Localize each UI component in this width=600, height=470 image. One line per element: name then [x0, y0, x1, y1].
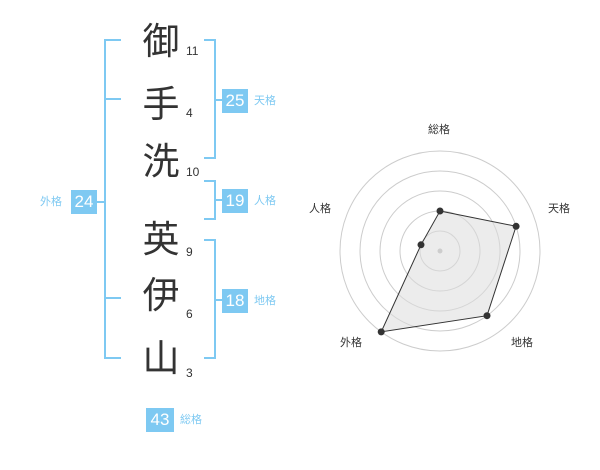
radar-grid-ring-5 — [339, 150, 541, 352]
kanji-char-3: 洗 — [142, 140, 180, 183]
kanji-char-4: 英 — [142, 218, 180, 261]
soukaku-label: 総格 — [180, 413, 202, 426]
radar-data-polygon — [380, 210, 517, 333]
stroke-count-6: 3 — [186, 366, 193, 380]
kanji-char-5: 伊 — [142, 274, 180, 317]
stroke-count-1: 11 — [186, 44, 199, 58]
radar-axis-label-2: 天格 — [548, 202, 570, 215]
stroke-count-2: 4 — [186, 106, 193, 120]
stroke-count-3: 10 — [186, 165, 200, 179]
gaikaku-bracket — [104, 39, 121, 359]
radar-point-5 — [417, 241, 425, 249]
radar-axis-label-4: 外格 — [340, 336, 362, 349]
radar-point-2 — [512, 222, 520, 230]
jinkaku-label: 人格 — [254, 194, 276, 207]
radar-grid-ring-4 — [359, 170, 521, 332]
kanji-char-2: 手 — [142, 83, 180, 126]
gaikaku-label: 外格 — [40, 195, 62, 208]
soukaku-value: 43 — [146, 408, 174, 432]
tenkaku-label: 天格 — [254, 94, 276, 107]
stroke-count-5: 6 — [186, 307, 193, 321]
radar-axis-label-5: 人格 — [309, 202, 331, 215]
gaikaku-value: 24 — [71, 190, 97, 214]
chikaku-value: 18 — [222, 289, 248, 313]
chikaku-label: 地格 — [254, 294, 276, 307]
radar-axis-label-3: 地格 — [511, 336, 533, 349]
kanji-char-1: 御 — [142, 20, 180, 63]
jinkaku-value: 19 — [222, 189, 248, 213]
radar-axis-label-1: 総格 — [428, 123, 450, 136]
stroke-count-4: 9 — [186, 245, 193, 259]
radar-point-1 — [436, 207, 444, 215]
tenkaku-value: 25 — [222, 89, 248, 113]
radar-point-3 — [483, 312, 491, 320]
kanji-char-6: 山 — [142, 337, 180, 380]
radar-point-4 — [377, 328, 385, 336]
